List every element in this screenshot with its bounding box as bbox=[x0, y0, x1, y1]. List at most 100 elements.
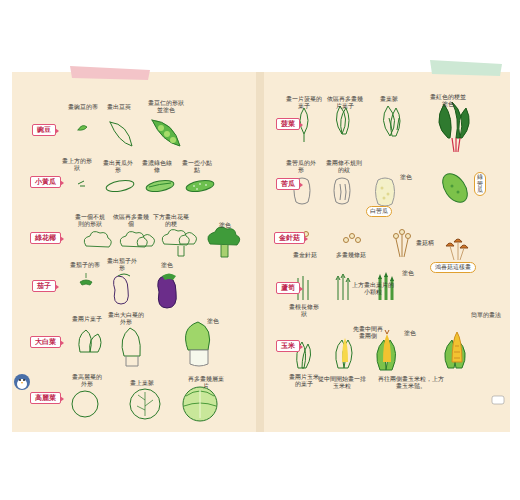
step-note: 畫豌豆的蒂 bbox=[66, 104, 100, 111]
eggplant-steps-part bbox=[80, 273, 92, 285]
cucumber-steps-part bbox=[185, 179, 214, 194]
step-note: 畫根長條形狀 bbox=[288, 304, 320, 318]
cabbage-steps-part bbox=[137, 392, 153, 416]
cucumber-steps-part bbox=[196, 188, 198, 190]
step-note: 塗色 bbox=[400, 330, 420, 337]
corn-steps bbox=[297, 330, 466, 370]
cucumber-steps-part bbox=[193, 185, 195, 187]
tag-text: 綠花椰 bbox=[35, 234, 56, 242]
broccoli-steps-part bbox=[120, 232, 154, 247]
tag-text: 小黃瓜 bbox=[35, 178, 56, 186]
vegetable-tag: 金針菇 bbox=[274, 232, 305, 244]
step-note: 畫苦瓜的外形 bbox=[286, 160, 316, 174]
tag-text: 豌豆 bbox=[37, 126, 51, 134]
note-bubble: 白苦瓜 bbox=[366, 206, 392, 217]
vegetable-tag: 綠花椰 bbox=[30, 232, 61, 244]
page-ground-part bbox=[262, 72, 510, 432]
step-note: 畫紅色的梗並塗色 bbox=[428, 94, 468, 108]
tag-text: 菠菜 bbox=[281, 120, 295, 128]
mushroom-steps-part bbox=[344, 238, 349, 243]
step-note: 畫上葉脈 bbox=[128, 380, 156, 387]
step-note: 塗色 bbox=[396, 174, 416, 181]
tag-text: 茄子 bbox=[37, 282, 51, 290]
step-note: 畫一個不規則的形狀 bbox=[74, 214, 106, 228]
page-ground-part bbox=[23, 379, 25, 381]
page-ground-part bbox=[492, 396, 504, 404]
eggplant-steps-part bbox=[158, 276, 177, 308]
asparagus-steps-part bbox=[378, 272, 394, 281]
step-note: 塗色 bbox=[156, 262, 178, 269]
napa-cabbage-steps-part bbox=[126, 356, 138, 366]
step-note: 畫菇柄 bbox=[412, 240, 438, 247]
page-ground-part bbox=[430, 60, 502, 76]
eggplant-steps-part bbox=[114, 276, 129, 304]
step-note: 畫葉脈 bbox=[376, 96, 402, 103]
bitter-melon-steps-part bbox=[376, 178, 395, 206]
napa-cabbage-steps bbox=[79, 322, 210, 366]
cabbage-steps-part bbox=[199, 390, 200, 418]
vegetable-tag: 茄子 bbox=[32, 280, 56, 292]
vegetable-tag: 菠菜 bbox=[276, 118, 300, 130]
mushroom-steps-part bbox=[406, 234, 411, 239]
corn-steps-part bbox=[385, 330, 389, 334]
pea-steps-part bbox=[170, 137, 176, 143]
napa-cabbage-steps-part bbox=[79, 330, 101, 352]
tag-text: 苦瓜 bbox=[281, 180, 295, 188]
vegetable-tag: 小黃瓜 bbox=[30, 176, 61, 188]
step-note: 塗色 bbox=[214, 222, 236, 229]
broccoli-steps-part bbox=[221, 245, 228, 257]
cucumber-steps-part bbox=[105, 179, 134, 194]
step-note: 塗色 bbox=[398, 270, 418, 277]
page-ground-part bbox=[14, 374, 30, 390]
step-note: 塗色 bbox=[202, 318, 224, 325]
step-note: 畫高麗菜的外形 bbox=[70, 374, 104, 388]
spinach-steps-part bbox=[452, 138, 460, 152]
cabbage-steps-part bbox=[72, 391, 98, 417]
cabbage-steps-part bbox=[183, 387, 217, 421]
pea-steps-part bbox=[78, 126, 87, 131]
pea-steps-part bbox=[164, 131, 170, 137]
page-ground-part bbox=[12, 72, 258, 432]
step-note: 畫出大白菜的外形 bbox=[108, 312, 144, 326]
vegetable-tag: 高麗菜 bbox=[30, 392, 61, 404]
bitter-melon-steps-part bbox=[334, 178, 350, 204]
broccoli-steps-part bbox=[162, 230, 196, 256]
cucumber-steps-part bbox=[78, 181, 85, 186]
step-note: 再多畫幾層葉片 bbox=[188, 376, 224, 390]
step-note: 畫一些小點點 bbox=[180, 160, 214, 174]
step-note: 多畫幾條菇 bbox=[336, 252, 366, 259]
note-bubble: 鴻喜菇這樣畫 bbox=[430, 262, 476, 273]
spinach-steps-part bbox=[336, 106, 349, 134]
bitter-melon-steps-part bbox=[387, 193, 390, 196]
step-note: 依區再多畫幾片葉子 bbox=[326, 96, 364, 110]
tag-text: 玉米 bbox=[281, 342, 295, 350]
step-note: 下方畫出花菜的梗 bbox=[152, 214, 190, 228]
cabbage-steps-part bbox=[130, 389, 160, 419]
step-note: 上方畫出葉片的小顆粒 bbox=[352, 282, 394, 296]
step-note: 依區再多畫幾個 bbox=[112, 214, 150, 228]
eggplant-steps-part bbox=[162, 274, 176, 281]
step-note: 從中間開始畫一排玉米粒 bbox=[316, 376, 368, 390]
asparagus-steps bbox=[298, 272, 394, 300]
corn-steps-part bbox=[383, 334, 391, 362]
step-note: 畫出黃瓜外形 bbox=[102, 160, 134, 174]
mushroom-steps bbox=[304, 230, 469, 261]
cucumber-steps-part bbox=[149, 183, 171, 187]
step-note: 畫金針菇 bbox=[290, 252, 320, 259]
mushroom-steps-part bbox=[396, 235, 408, 257]
pea-steps bbox=[78, 120, 180, 146]
napa-cabbage-steps-part bbox=[186, 322, 210, 350]
spinach-steps-part bbox=[383, 106, 400, 136]
mushroom-steps-part bbox=[394, 234, 399, 239]
page-ground-part bbox=[256, 72, 264, 432]
bitter-melon-steps-part bbox=[451, 185, 454, 188]
pea-steps-part bbox=[158, 125, 164, 131]
cucumber-steps bbox=[78, 179, 215, 194]
step-note: 畫出茄子外形 bbox=[106, 258, 138, 272]
step-note: 再往兩側畫玉米粒，上方畫玉米鬚。 bbox=[376, 376, 446, 390]
vegetable-tag: 豌豆 bbox=[32, 124, 56, 136]
cucumber-steps-part bbox=[205, 184, 207, 186]
cabbage-steps bbox=[72, 387, 217, 421]
mushroom-steps-part bbox=[450, 242, 464, 260]
